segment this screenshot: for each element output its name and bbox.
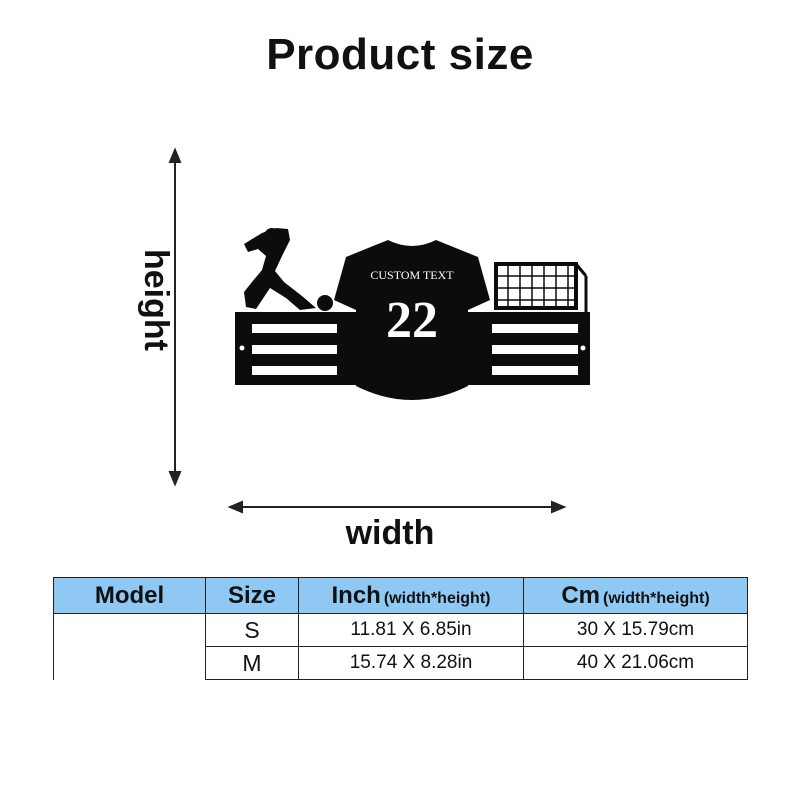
inch-cell: 11.81 X 6.85in	[298, 613, 524, 647]
ball-icon	[317, 295, 333, 311]
page-title: Product size	[266, 30, 534, 79]
header-model: Model	[53, 577, 206, 614]
soccer-player-icon	[244, 228, 316, 310]
jersey-number: 22	[386, 292, 438, 349]
header-size: Size	[205, 577, 299, 614]
table-header-row: Model Size Inch(width*height) Cm(width*h…	[53, 577, 748, 614]
width-label: width	[345, 514, 435, 552]
jersey-custom-text: CUSTOM TEXT	[370, 268, 454, 282]
header-size-label: Size	[227, 581, 277, 609]
width-arrow	[227, 500, 567, 514]
header-cm-note: (width*height)	[603, 589, 710, 607]
size-cell: S	[205, 613, 299, 647]
header-inch: Inch(width*height)	[298, 577, 524, 614]
medal-hanger-image: CUSTOM TEXT 22	[235, 228, 590, 400]
table-row: S 11.81 X 6.85in 30 X 15.79cm	[53, 613, 748, 680]
cm-cell: 40 X 21.06cm	[523, 646, 748, 680]
height-arrow	[168, 147, 182, 487]
height-label: height	[137, 249, 175, 351]
cm-cell: 30 X 15.79cm	[523, 613, 748, 647]
header-inch-note: (width*height)	[383, 589, 491, 607]
header-cm: Cm(width*height)	[523, 577, 748, 614]
size-cell: M	[205, 646, 299, 680]
table-row: M 15.74 X 8.28in 40 X 21.06cm	[54, 646, 748, 680]
inch-cell: 15.74 X 8.28in	[298, 646, 524, 680]
header-model-label: Model	[94, 581, 165, 609]
jersey-icon	[334, 240, 490, 400]
header-inch-label: Inch	[331, 581, 381, 609]
goal-net-icon	[494, 262, 588, 314]
header-cm-label: Cm	[561, 581, 601, 609]
model-cell	[53, 613, 206, 680]
size-table: Model Size Inch(width*height) Cm(width*h…	[53, 577, 748, 680]
